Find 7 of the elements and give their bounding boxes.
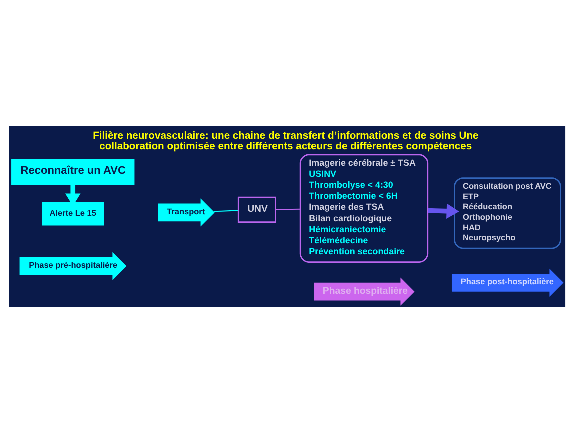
- node-box: Reconnaître un AVC: [12, 159, 135, 186]
- node-box: Imagerie cérébrale ± TSA USINV Thrombolyse < 4:30 Thrombectomie < 6H Imagerie des TSA Bilan cardiologique Hémicraniectomie Télémédecine Prévention secondaire: [300, 154, 429, 263]
- connector: [214, 210, 239, 212]
- diagram-title: Filière neurovasculaire: une chaine de transfert d’informations et de soins Une collaboration optimisée entre différents acteurs de différentes compétences: [93, 131, 479, 152]
- arrow: [428, 204, 460, 220]
- node-box: UNV: [238, 196, 276, 224]
- connector: [276, 208, 300, 210]
